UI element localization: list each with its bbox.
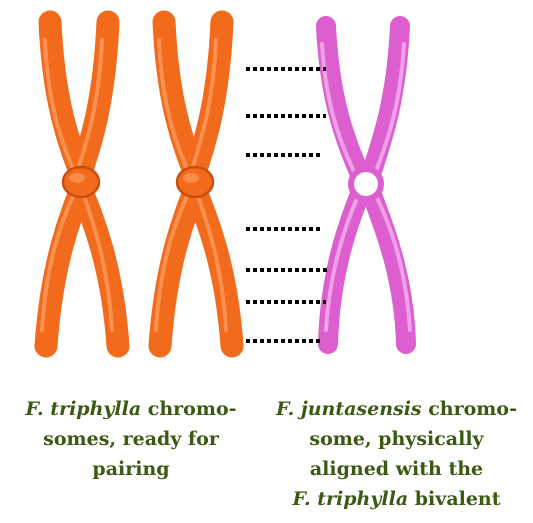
caption-juntasensis: F. juntasensis chromo- some, physically … [260,394,533,514]
caption-line: some, physically [260,424,533,454]
triphylla-chromosome-2 [154,18,236,352]
caption-triphylla: F. triphylla chromo- somes, ready for pa… [0,394,262,484]
species-name: F. triphylla [25,398,141,420]
juntasensis-chromosome [322,26,410,344]
caption-line: aligned with the [260,454,533,484]
chromosome-diagram [0,0,533,372]
caption-line: F. triphylla chromo- [0,394,262,424]
triphylla-chromosome-1 [40,18,122,352]
alignment-dots [246,69,328,341]
caption-line: pairing [0,454,262,484]
species-name: F. triphylla [292,488,408,510]
caption-line: F. triphylla bivalent [260,484,533,514]
caption-line: F. juntasensis chromo- [260,394,533,424]
caption-line: somes, ready for [0,424,262,454]
species-name: F. juntasensis [276,398,422,420]
